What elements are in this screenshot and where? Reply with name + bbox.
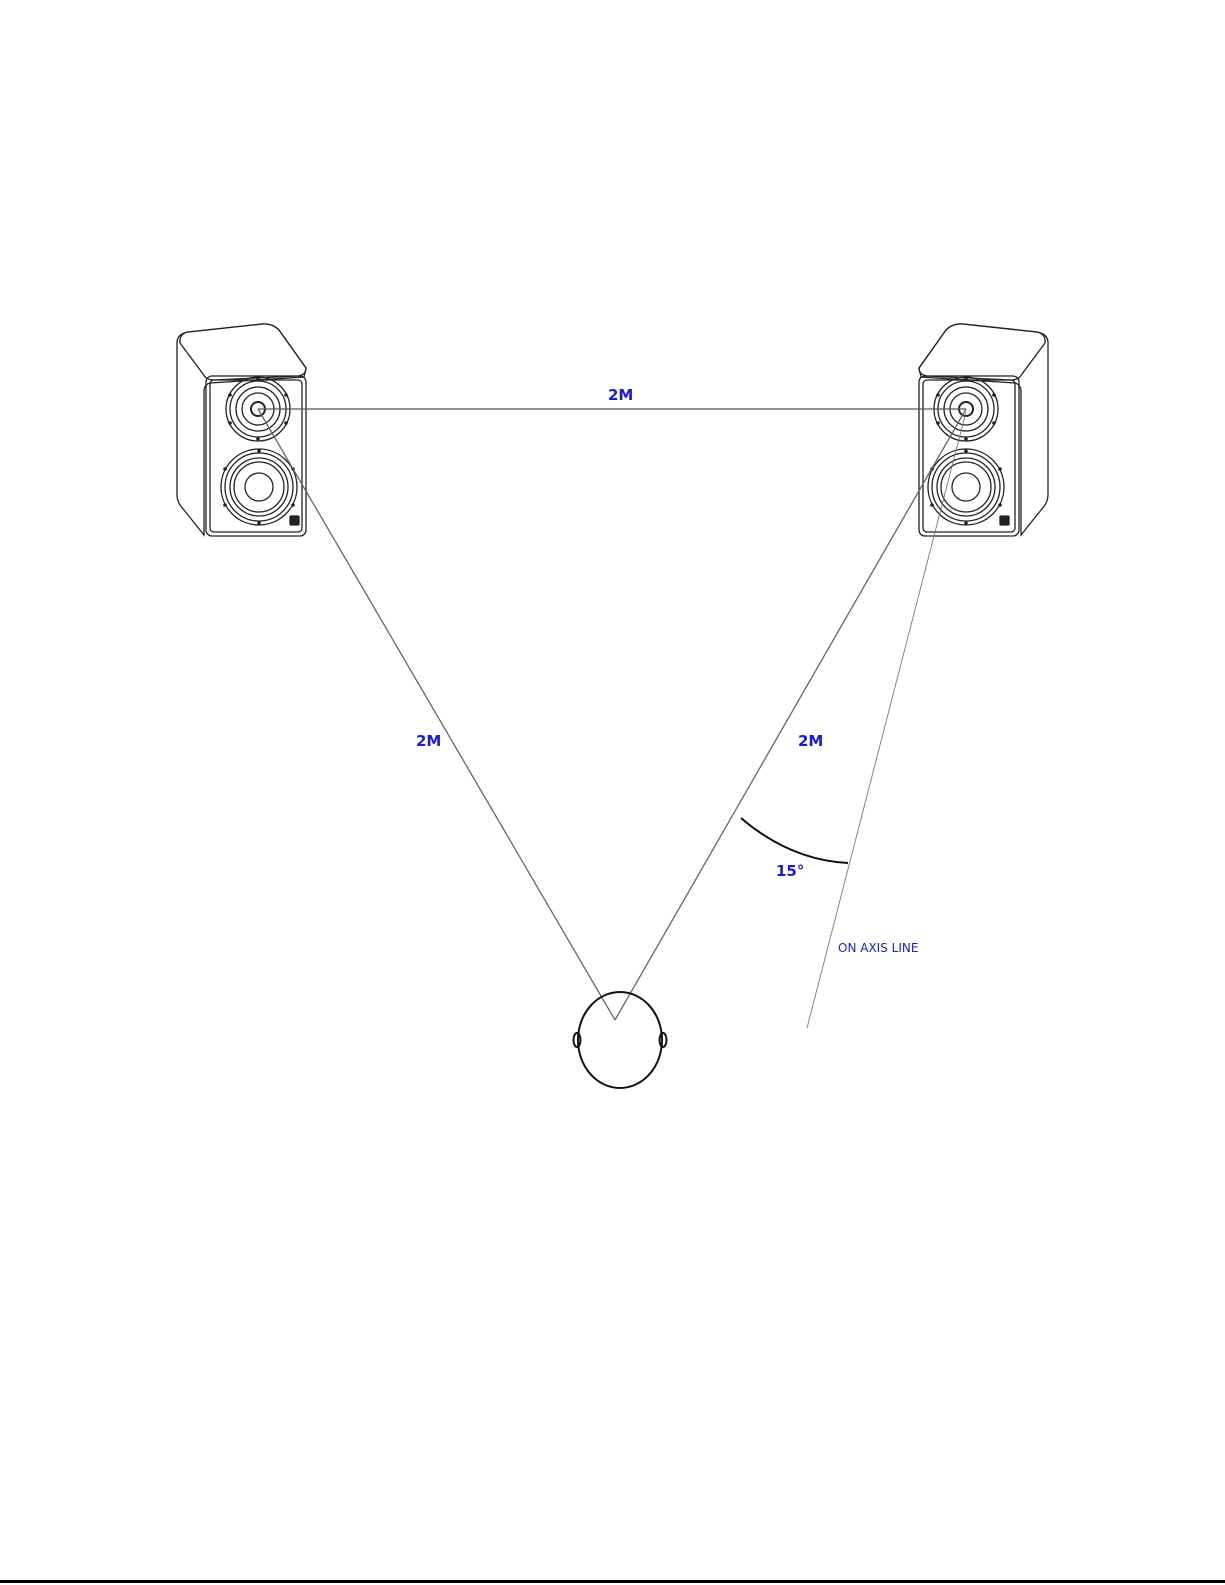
- on-axis-line: [807, 412, 966, 1028]
- angle-label: 15°: [776, 862, 804, 880]
- page-bottom-rule: [0, 1580, 1225, 1583]
- left-distance-line: [258, 409, 615, 1020]
- listener-head-icon: [574, 992, 667, 1088]
- top-distance-label: 2M: [608, 386, 633, 404]
- left-distance-label: 2M: [416, 732, 441, 750]
- right-distance-line: [615, 409, 966, 1020]
- on-axis-label: ON AXIS LINE: [838, 941, 918, 955]
- left-speaker: [177, 324, 306, 536]
- right-speaker: [919, 324, 1048, 536]
- right-distance-label: 2M: [798, 732, 823, 750]
- angle-arc: [741, 818, 848, 863]
